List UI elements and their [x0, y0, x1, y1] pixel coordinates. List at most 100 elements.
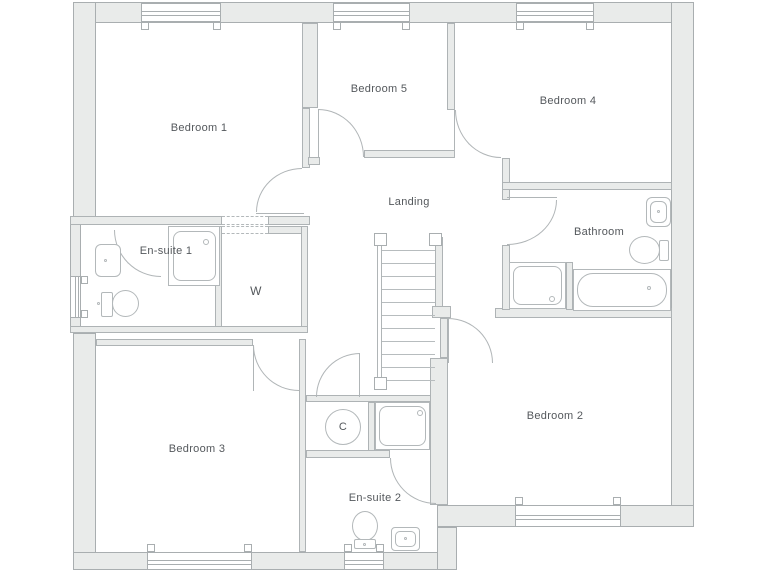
- wall: [268, 216, 310, 225]
- stairs-newel-post: [429, 233, 442, 246]
- exterior-wall-bottom: [73, 552, 457, 570]
- wall: [306, 450, 390, 458]
- door-arc-bedroom5: [318, 109, 364, 157]
- window-tab: [213, 22, 221, 30]
- stairs-newel-post: [374, 233, 387, 246]
- wall: [440, 318, 448, 358]
- stair-tread: [382, 328, 435, 329]
- toilet-button: [363, 543, 366, 546]
- exterior-wall-left-lower: [73, 333, 96, 570]
- stair-tread: [382, 276, 435, 277]
- exterior-wall-step: [437, 527, 457, 570]
- sink-drain: [657, 210, 660, 213]
- door-leaf: [359, 353, 360, 397]
- toilet-bowl: [629, 236, 660, 264]
- room-label-landing: Landing: [388, 196, 430, 208]
- room-label-bedroom3: Bedroom 3: [168, 443, 226, 455]
- wall: [364, 150, 455, 158]
- stair-tread: [382, 354, 435, 355]
- window-tab: [81, 310, 88, 318]
- door-arc-bedroom2: [448, 318, 493, 363]
- stair-tread: [382, 289, 435, 290]
- window-bedroom3: [147, 552, 252, 570]
- dashed-wall: [222, 216, 268, 225]
- toilet-button: [97, 302, 100, 305]
- wall: [502, 182, 672, 190]
- sink: [95, 244, 121, 277]
- window-tab: [586, 22, 594, 30]
- room-label-bathroom: Bathroom: [573, 226, 625, 238]
- cupboard-circle: [325, 409, 361, 445]
- door-leaf: [318, 109, 319, 157]
- room-label-bedroom2: Bedroom 2: [526, 410, 584, 422]
- wall: [502, 158, 510, 200]
- shower-head: [203, 239, 209, 245]
- sink-drain: [404, 537, 407, 540]
- bathtub-inner: [577, 273, 667, 307]
- toilet-bowl: [112, 290, 139, 317]
- window-tab: [344, 544, 352, 552]
- window-ensuite1: [70, 276, 81, 318]
- wall: [435, 237, 443, 307]
- wall: [70, 216, 222, 225]
- toilet-tank: [659, 240, 669, 261]
- door-leaf: [253, 345, 254, 391]
- wall: [308, 157, 320, 165]
- door-leaf: [454, 110, 455, 158]
- stairs-rail: [377, 237, 382, 390]
- stair-tread: [382, 367, 435, 368]
- door-arc-hall: [316, 353, 360, 397]
- wall: [447, 23, 455, 110]
- wall: [302, 23, 318, 108]
- door-leaf: [507, 197, 557, 198]
- wall: [432, 306, 451, 318]
- wall: [70, 326, 308, 333]
- room-label-wardrobe: W: [250, 284, 262, 298]
- window-tab: [147, 544, 155, 552]
- room-label-ensuite1: En-suite 1: [139, 245, 193, 257]
- shower-tray: [379, 406, 426, 446]
- window-bedroom2: [515, 505, 621, 527]
- shower-tray: [173, 231, 216, 281]
- wall: [566, 262, 573, 310]
- shower-head: [417, 410, 423, 416]
- window-tab: [402, 22, 410, 30]
- dashed-wall: [222, 226, 268, 234]
- wall: [299, 339, 306, 552]
- door-leaf: [256, 213, 304, 214]
- stair-tread: [382, 380, 435, 381]
- window-tab: [141, 22, 149, 30]
- room-label-ensuite2: En-suite 2: [348, 492, 402, 504]
- stairs-newel-post: [374, 377, 387, 390]
- room-label-bedroom5: Bedroom 5: [350, 83, 408, 95]
- wall: [302, 108, 310, 168]
- stair-tread: [382, 263, 435, 264]
- shower-head: [549, 296, 555, 302]
- wall: [301, 226, 308, 333]
- room-label-cupboard: C: [338, 421, 348, 433]
- window-bedroom4: [516, 3, 594, 22]
- room-label-bedroom1: Bedroom 1: [170, 122, 228, 134]
- window-tab: [81, 276, 88, 284]
- door-arc-bathroom: [507, 200, 557, 245]
- window-bedroom1: [141, 3, 221, 22]
- window-ensuite2: [344, 552, 384, 570]
- window-tab: [613, 497, 621, 505]
- door-arc-bedroom1: [256, 168, 302, 212]
- door-leaf: [448, 318, 449, 363]
- sink-drain: [104, 259, 107, 262]
- toilet-bowl: [352, 511, 378, 541]
- wall: [96, 339, 253, 346]
- stair-tread: [382, 341, 435, 342]
- window-tab: [515, 497, 523, 505]
- window-tab: [516, 22, 524, 30]
- door-arc-bedroom4: [455, 110, 501, 158]
- exterior-wall-right: [671, 2, 694, 527]
- window-tab: [333, 22, 341, 30]
- door-arc-bedroom3: [253, 345, 299, 391]
- bathtub-tap: [647, 286, 651, 290]
- window-tab: [244, 544, 252, 552]
- window-tab: [376, 544, 384, 552]
- room-label-bedroom4: Bedroom 4: [539, 95, 597, 107]
